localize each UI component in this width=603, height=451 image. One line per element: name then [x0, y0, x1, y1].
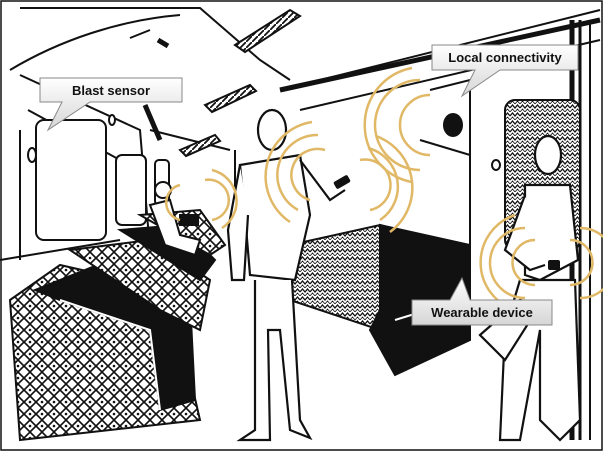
callout-label-wearable-device: Wearable device	[431, 305, 533, 320]
connectivity-node	[443, 113, 463, 137]
callout-label-blast-sensor: Blast sensor	[72, 83, 150, 98]
callout-label-local-connectivity: Local connectivity	[448, 50, 562, 65]
